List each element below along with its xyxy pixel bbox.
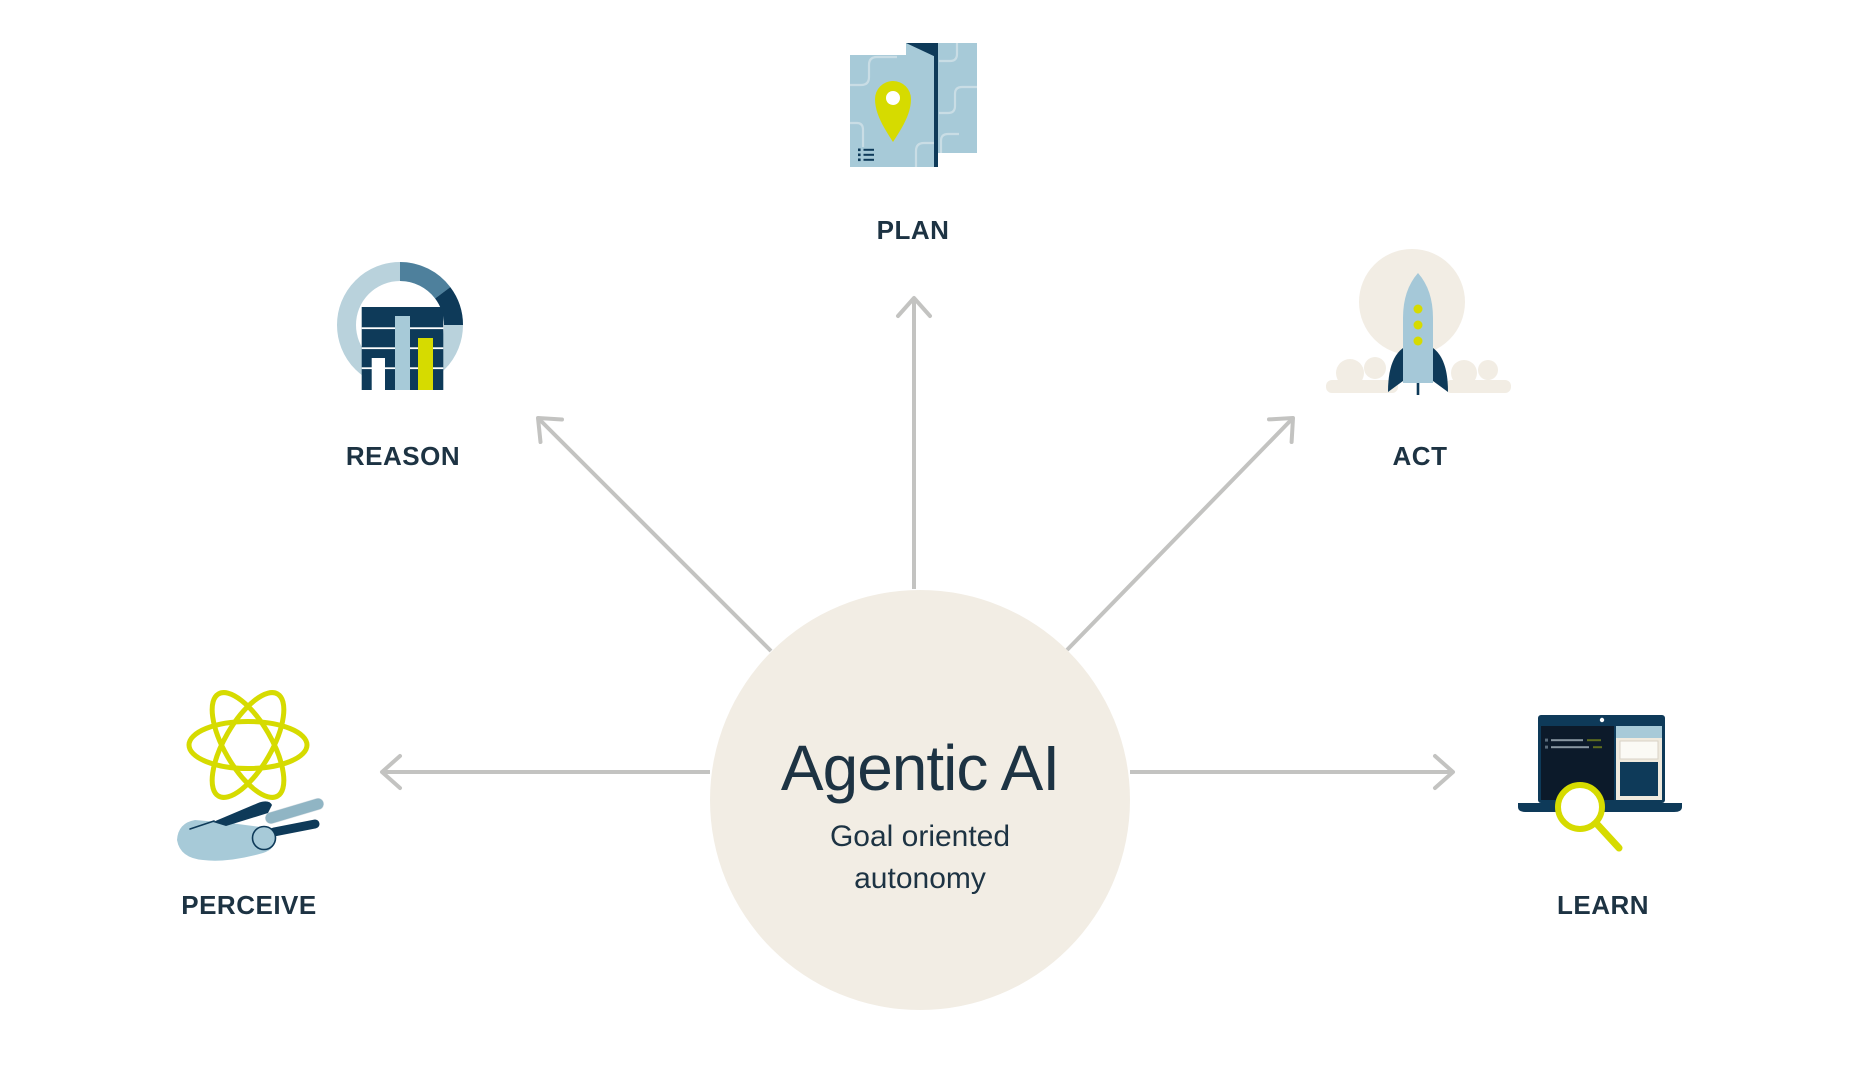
hand-glyph (177, 798, 324, 861)
laptop-magnifier-icon (1518, 715, 1682, 852)
arrow-reason (536, 416, 773, 653)
hub-subtitle: Goal oriented autonomy (829, 820, 1011, 895)
node-label-learn: LEARN (1556, 890, 1650, 920)
arrow-act (1065, 416, 1295, 652)
node-label-plan: PLAN (876, 215, 950, 245)
code-lines (1545, 738, 1602, 749)
hand-atom-icon (177, 690, 324, 861)
cloud-shapes (1326, 357, 1511, 393)
map-location-icon (850, 43, 977, 167)
arrow-perceive (380, 754, 710, 790)
magnifier-glyph (1555, 782, 1623, 852)
arrow-learn (1130, 754, 1455, 790)
rocket-launch-icon (1326, 249, 1511, 395)
node-label-act: ACT (1392, 441, 1448, 471)
arrow-plan (896, 296, 932, 589)
node-label-perceive: PERCEIVE (181, 890, 317, 920)
atom-glyph (186, 690, 310, 800)
hub-title: Agentic AI (780, 732, 1060, 805)
list-glyph (858, 148, 874, 162)
center-hub: Agentic AI Goal oriented autonomy (710, 590, 1130, 1010)
donut-chart-bars-icon (337, 262, 463, 390)
node-label-reason: REASON (345, 441, 461, 471)
